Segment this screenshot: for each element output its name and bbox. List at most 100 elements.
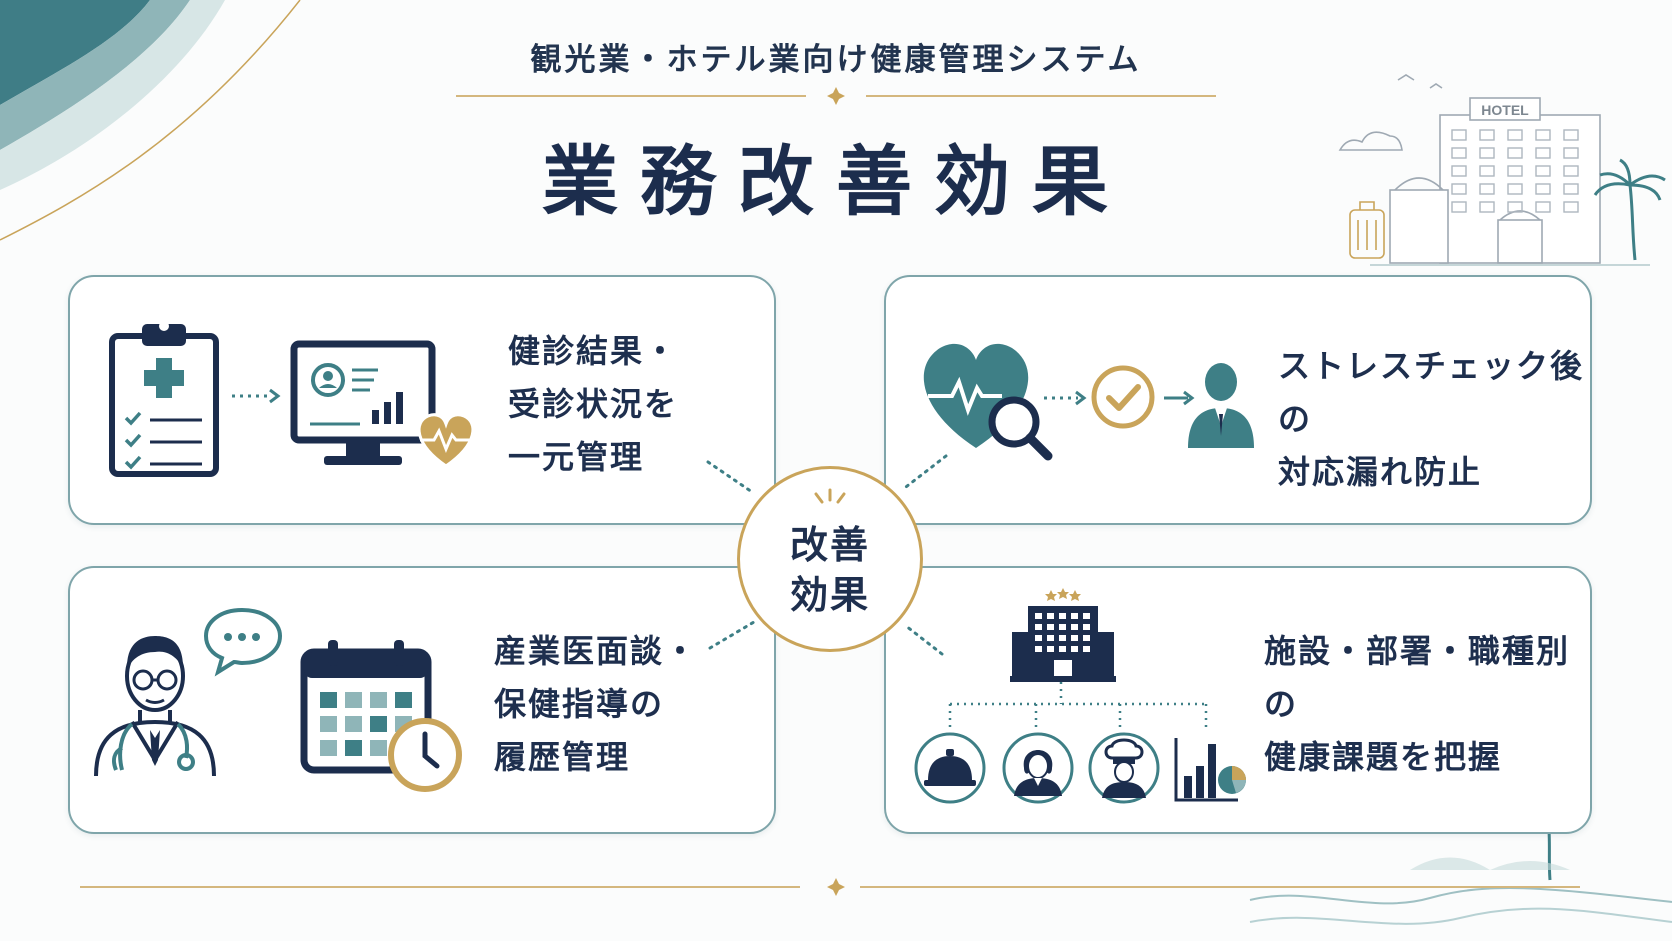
hotel-window xyxy=(1479,183,1495,195)
card-bottom-right-text: 施設・部署・職種別の 健康課題を把握 xyxy=(1264,625,1584,784)
card-bottom-left-text: 産業医面談・ 保健指導の 履歴管理 xyxy=(494,625,764,784)
hotel-illustration: HOTEL xyxy=(1338,74,1666,266)
center-line: 効果 xyxy=(789,572,870,617)
heart-rate-icon xyxy=(417,413,475,468)
check-circle-icon xyxy=(1091,365,1155,429)
header-ornament-icon xyxy=(827,87,845,105)
hotel-window xyxy=(1535,147,1551,159)
building-window xyxy=(1071,613,1078,619)
building-window xyxy=(1035,613,1042,619)
hotel-window xyxy=(1563,201,1579,213)
hotel-building-icon xyxy=(1010,588,1116,682)
building-window xyxy=(1035,646,1042,652)
header-rule-right xyxy=(866,95,1216,97)
building-window xyxy=(1059,613,1066,619)
building-window xyxy=(1083,613,1090,619)
card-top-left-text: 健診結果・ 受診状況を 一元管理 xyxy=(508,325,768,484)
hotel-window xyxy=(1563,183,1579,195)
arrow-dotted-icon xyxy=(232,388,281,404)
hotel-window xyxy=(1507,183,1523,195)
heart-magnifier-icon xyxy=(923,343,1053,461)
calendar-cell xyxy=(370,716,387,732)
hotel-window xyxy=(1563,165,1579,177)
hotel-window xyxy=(1535,129,1551,141)
clipboard-medical-icon xyxy=(109,321,219,477)
chef-icon xyxy=(1088,732,1160,804)
footer-ornament-icon xyxy=(827,878,845,896)
speech-bubble-icon xyxy=(203,607,283,677)
building-window xyxy=(1083,646,1090,652)
hotel-sign: HOTEL xyxy=(1481,102,1529,118)
building-window xyxy=(1035,635,1042,641)
building-window xyxy=(1047,635,1054,641)
calendar-cell xyxy=(370,692,387,708)
building-window xyxy=(1059,624,1066,630)
building-window xyxy=(1047,646,1054,652)
calendar-cell xyxy=(345,716,362,732)
building-window xyxy=(1047,613,1054,619)
card-text-line: 一元管理 xyxy=(508,438,645,476)
arrow-icon xyxy=(1164,390,1195,406)
card-top-right-text: ストレスチェック後の 対応漏れ防止 xyxy=(1278,340,1588,499)
calendar-cell xyxy=(345,692,362,708)
calendar-cell xyxy=(320,692,337,708)
hotel-window xyxy=(1507,165,1523,177)
hotel-window xyxy=(1563,147,1579,159)
card-text-line: 健診結果・ xyxy=(508,332,679,370)
hotel-window xyxy=(1451,129,1467,141)
building-window xyxy=(1071,635,1078,641)
hotel-window xyxy=(1507,129,1523,141)
card-text-line: ストレスチェック後の xyxy=(1278,347,1585,438)
staff-woman-icon xyxy=(1002,732,1074,804)
card-text-line: 受診状況を xyxy=(508,385,679,423)
calendar-cell xyxy=(370,740,387,756)
calendar-cell xyxy=(320,740,337,756)
hotel-window xyxy=(1451,183,1467,195)
footer-rule-right xyxy=(860,886,1580,888)
hotel-window xyxy=(1563,129,1579,141)
arrow-dotted-icon xyxy=(1044,390,1087,406)
hotel-window xyxy=(1535,183,1551,195)
calendar-cell xyxy=(395,692,412,708)
hotel-window xyxy=(1479,201,1495,213)
hotel-window xyxy=(1451,165,1467,177)
building-window xyxy=(1083,624,1090,630)
doctor-icon xyxy=(94,636,216,777)
center-connectors xyxy=(706,454,948,656)
calendar-cell xyxy=(345,740,362,756)
footer-rule-left xyxy=(80,886,800,888)
building-window xyxy=(1047,624,1054,630)
page-title: 業務改善効果 xyxy=(542,137,1130,226)
building-window xyxy=(1059,646,1066,652)
bar-pie-chart-icon xyxy=(1174,738,1246,802)
center-badge-text: 改善 効果 xyxy=(737,520,923,620)
header-rule-left xyxy=(456,95,806,97)
org-connector-lines xyxy=(948,682,1208,728)
hotel-window xyxy=(1535,201,1551,213)
calendar-cell xyxy=(320,716,337,732)
building-window xyxy=(1035,624,1042,630)
card-text-line: 健康課題を把握 xyxy=(1264,738,1503,776)
subtitle: 観光業・ホテル業向け健康管理システム xyxy=(530,42,1142,78)
card-text-line: 施設・部署・職種別の xyxy=(1264,632,1571,723)
hotel-window xyxy=(1479,147,1495,159)
service-bell-icon xyxy=(914,732,986,804)
card-text-line: 履歴管理 xyxy=(494,738,631,776)
corner-wave-decoration xyxy=(0,0,301,241)
person-icon xyxy=(1188,363,1254,448)
hotel-window xyxy=(1451,201,1467,213)
bottom-wave-decoration xyxy=(1249,887,1672,925)
hotel-window xyxy=(1507,147,1523,159)
clock-icon xyxy=(388,718,462,792)
card-text-line: 産業医面談・ xyxy=(494,632,699,670)
hotel-window xyxy=(1479,165,1495,177)
building-window xyxy=(1071,624,1078,630)
building-window xyxy=(1083,635,1090,641)
hotel-window xyxy=(1535,165,1551,177)
sparkle-icon xyxy=(814,488,846,504)
building-window xyxy=(1059,635,1066,641)
hotel-window xyxy=(1507,201,1523,213)
center-line: 改善 xyxy=(789,522,870,567)
card-text-line: 対応漏れ防止 xyxy=(1278,453,1483,491)
card-text-line: 保健指導の xyxy=(494,685,665,723)
